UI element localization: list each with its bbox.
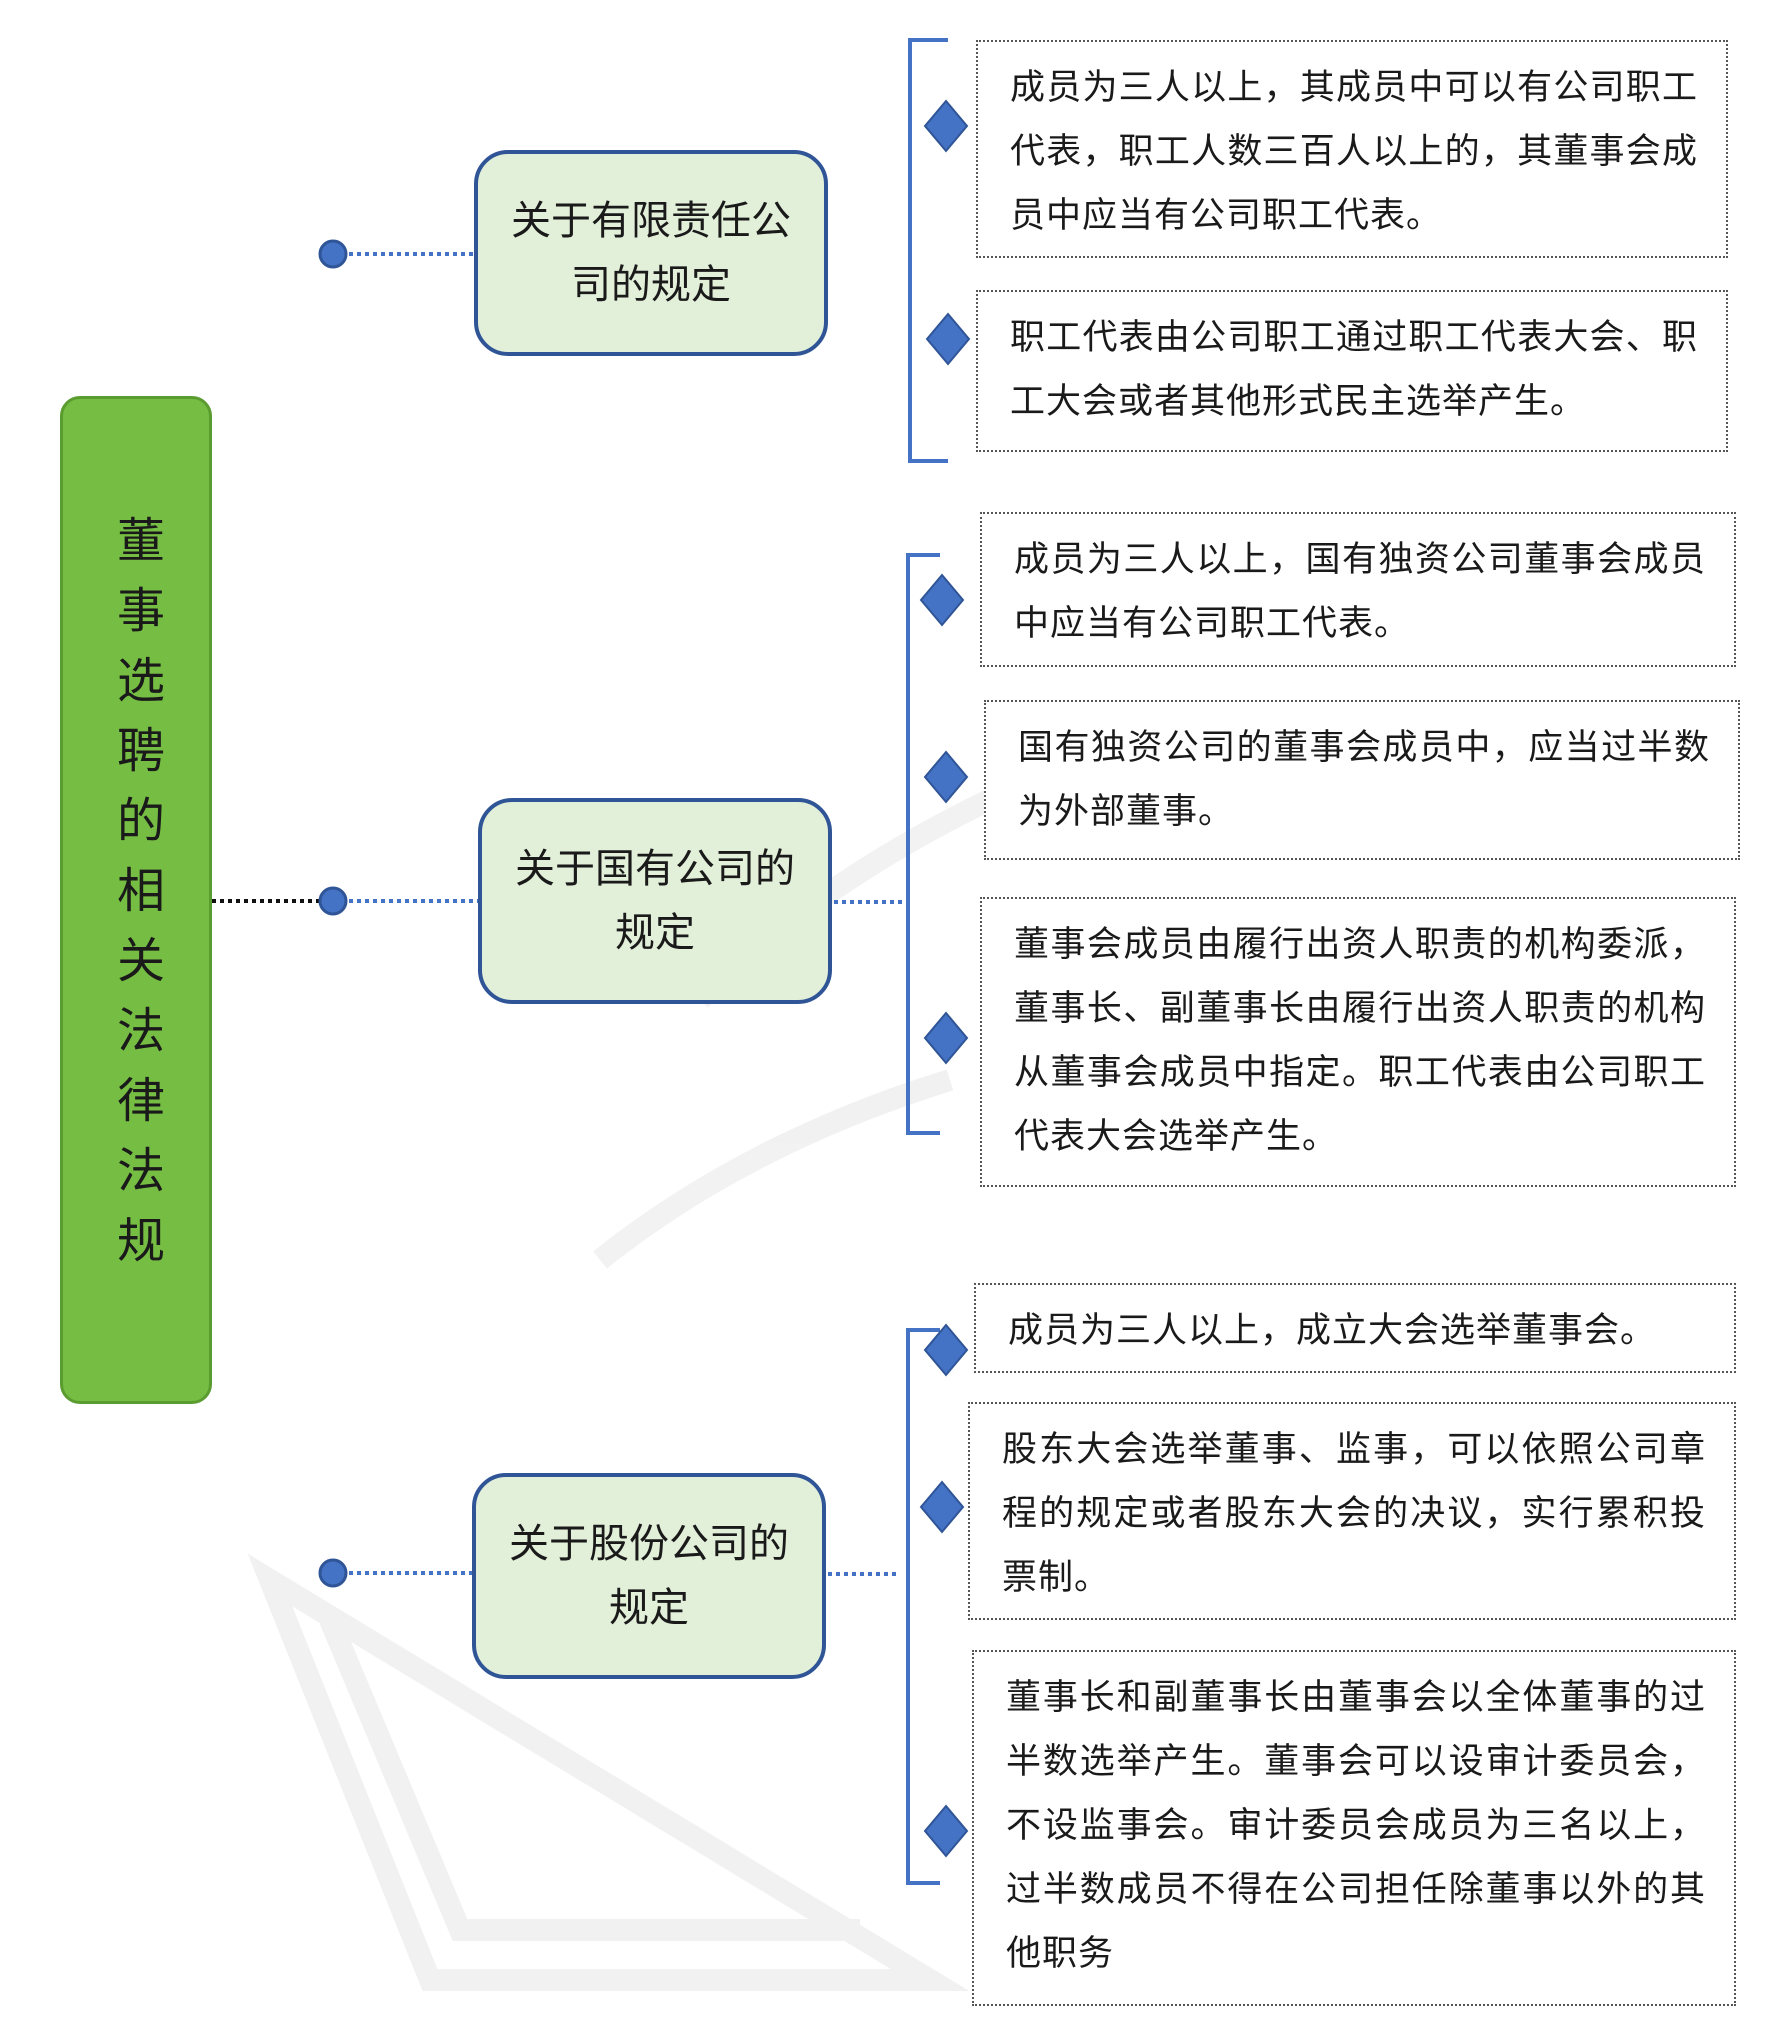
leaf-text: 职工代表由公司职工通过职工代表大会、职工大会或者其他形式民主选举产生。 <box>1010 318 1698 422</box>
leaf-box: 国有独资公司的董事会成员中，应当过半数为外部董事。 <box>984 700 1740 860</box>
diamond-icon <box>923 1804 969 1858</box>
diamond-icon <box>923 99 969 153</box>
diamond-icon <box>923 1323 969 1377</box>
category-title: 关于有限责任公司的规定 <box>511 198 791 308</box>
category-joint-stock-company: 关于股份公司的规定 <box>472 1473 826 1679</box>
bracket-1 <box>908 38 948 463</box>
diamond-bullets <box>919 99 971 1858</box>
leaf-box: 股东大会选举董事、监事，可以依照公司章程的规定或者股东大会的决议，实行累积投票制… <box>968 1402 1736 1620</box>
category-title: 关于国有公司的规定 <box>515 846 795 956</box>
leaf-text: 董事长和副董事长由董事会以全体董事的过半数选举产生。董事会可以设审计委员会，不设… <box>1006 1678 1706 1974</box>
diamond-icon <box>919 1480 965 1534</box>
leaf-box: 成员为三人以上，国有独资公司董事会成员中应当有公司职工代表。 <box>980 512 1736 667</box>
leaf-text: 董事会成员由履行出资人职责的机构委派，董事长、副董事长由履行出资人职责的机构从董… <box>1014 925 1706 1157</box>
diamond-icon <box>919 573 965 627</box>
bracket-3 <box>906 1328 940 1885</box>
diamond-icon <box>923 1011 969 1065</box>
leaf-text: 成员为三人以上，国有独资公司董事会成员中应当有公司职工代表。 <box>1014 540 1706 644</box>
leaf-text: 国有独资公司的董事会成员中，应当过半数为外部董事。 <box>1018 728 1710 832</box>
leaf-box: 董事长和副董事长由董事会以全体董事的过半数选举产生。董事会可以设审计委员会，不设… <box>972 1650 1736 2006</box>
trunk-node-1 <box>318 239 348 269</box>
leaf-box: 职工代表由公司职工通过职工代表大会、职工大会或者其他形式民主选举产生。 <box>976 290 1728 452</box>
category-limited-company: 关于有限责任公司的规定 <box>474 150 828 356</box>
leaf-box: 董事会成员由履行出资人职责的机构委派，董事长、副董事长由履行出资人职责的机构从董… <box>980 897 1736 1187</box>
trunk-node-3 <box>318 1558 348 1588</box>
leaf-text: 成员为三人以上，其成员中可以有公司职工代表，职工人数三百人以上的，其董事会成员中… <box>1010 68 1698 236</box>
category-title: 关于股份公司的规定 <box>509 1521 789 1631</box>
category-state-owned-company: 关于国有公司的规定 <box>478 798 832 1004</box>
trunk-node-2 <box>318 886 348 916</box>
leaf-box: 成员为三人以上，成立大会选举董事会。 <box>974 1283 1736 1373</box>
diamond-icon <box>923 750 969 804</box>
leaf-box: 成员为三人以上，其成员中可以有公司职工代表，职工人数三百人以上的，其董事会成员中… <box>976 40 1728 258</box>
bracket-2 <box>906 553 940 1135</box>
root-title: 董事选聘的相关法律法规 <box>108 515 164 1285</box>
leaf-text: 成员为三人以上，成立大会选举董事会。 <box>1008 1311 1657 1351</box>
diamond-icon <box>925 312 971 366</box>
leaf-text: 股东大会选举董事、监事，可以依照公司章程的规定或者股东大会的决议，实行累积投票制… <box>1002 1430 1706 1598</box>
root-node: 董事选聘的相关法律法规 <box>60 396 212 1404</box>
